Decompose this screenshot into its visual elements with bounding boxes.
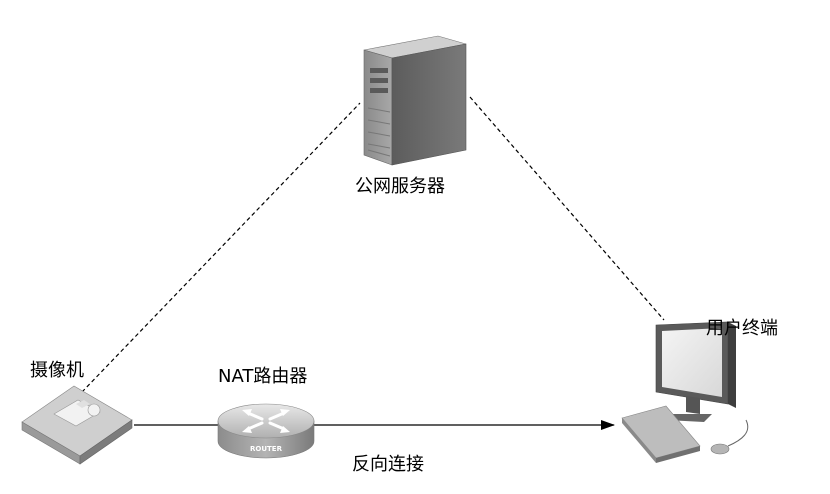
server-label: 公网服务器 (355, 176, 445, 197)
dashed-link-server-terminal (469, 96, 665, 321)
terminal-label: 用户终端 (706, 318, 778, 339)
router-icon: ROUTER (217, 403, 315, 459)
dashed-link-camera-server (81, 102, 361, 393)
desktop-computer-icon (621, 321, 749, 463)
router-label: NAT路由器 (218, 366, 308, 387)
router-icon-text: ROUTER (250, 445, 283, 453)
reverse-connection-label: 反向连接 (352, 454, 424, 475)
camera-device-icon (21, 385, 133, 465)
camera-label: 摄像机 (30, 360, 84, 381)
server-tower-icon (363, 35, 467, 166)
